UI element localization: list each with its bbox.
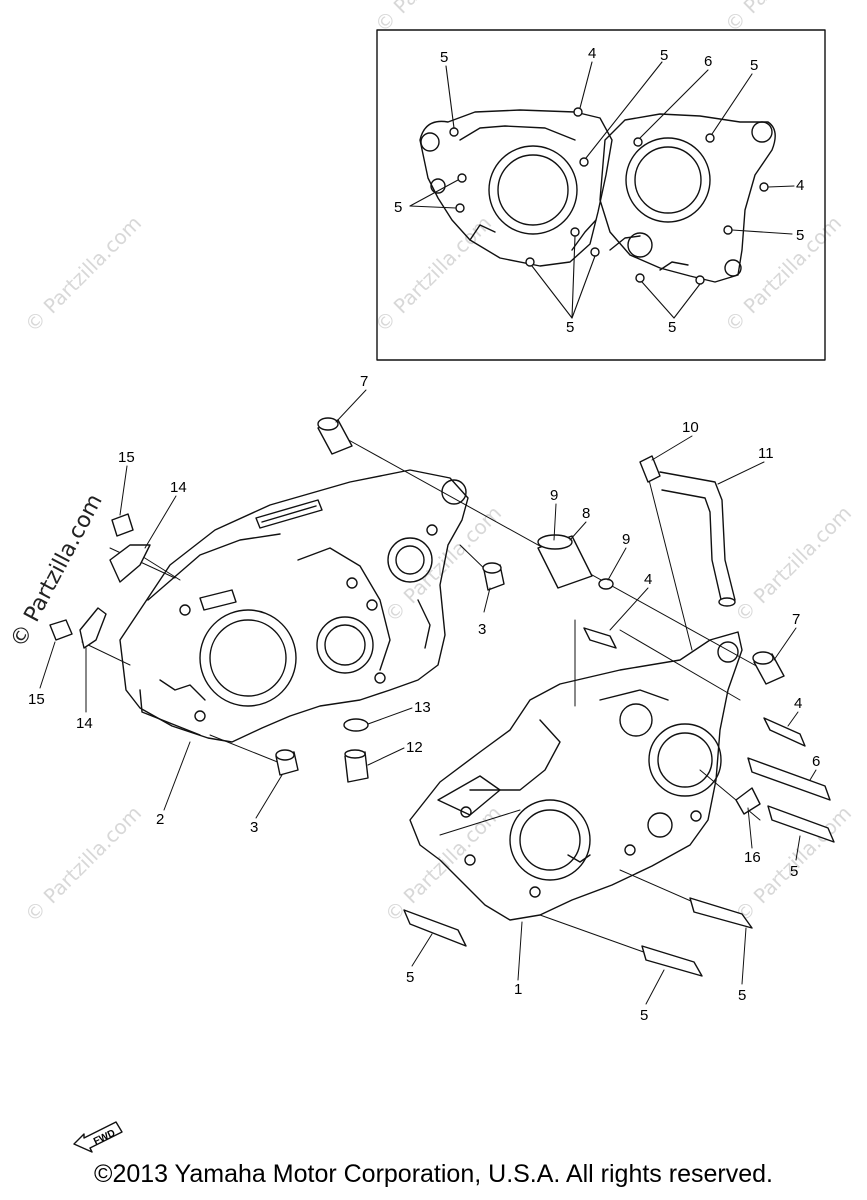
- drain-plug: [343, 718, 369, 783]
- callout-16: 16: [744, 849, 761, 866]
- fwd-arrow-icon: FWD: [73, 1121, 123, 1153]
- fwd-label: FWD: [92, 1128, 117, 1148]
- callout-13: 13: [414, 699, 431, 716]
- inset-leaders: [409, 61, 795, 319]
- callout-3b: 3: [250, 819, 258, 836]
- callout-4a: 4: [644, 571, 652, 588]
- callout-leaders: [39, 389, 817, 1005]
- callout-inset-4b: 4: [796, 177, 804, 194]
- inset-frame: [376, 29, 826, 361]
- callout-inset-5d: 5: [796, 227, 804, 244]
- callout-3a: 3: [478, 621, 486, 638]
- callout-labels: 5 4 5 6 5 4 5 5 5 5 7 10 11 15 14 9 8 9 …: [28, 45, 820, 1024]
- callout-inset-5c: 5: [750, 57, 758, 74]
- callout-15a: 15: [118, 449, 135, 466]
- callout-inset-5f: 5: [566, 319, 574, 336]
- callout-14a: 14: [170, 479, 187, 496]
- callout-5b: 5: [406, 969, 414, 986]
- callout-14b: 14: [76, 715, 93, 732]
- joint-pipe: [537, 534, 614, 590]
- callout-7b: 7: [792, 611, 800, 628]
- inset-left-crankcase: [419, 109, 613, 267]
- right-crankcase-half: [409, 631, 743, 921]
- dowel-pins: [275, 417, 785, 776]
- callout-4b: 4: [794, 695, 802, 712]
- callout-5a: 5: [790, 863, 798, 880]
- callout-5d: 5: [738, 987, 746, 1004]
- callout-inset-5e: 5: [394, 199, 402, 216]
- callout-9b: 9: [622, 531, 630, 548]
- callout-inset-5b: 5: [660, 47, 668, 64]
- callout-5c: 5: [640, 1007, 648, 1024]
- callout-inset-5g: 5: [668, 319, 676, 336]
- callout-2: 2: [156, 811, 164, 828]
- copyright-notice: ©2013 Yamaha Motor Corporation, U.S.A. A…: [94, 1160, 773, 1188]
- callout-15b: 15: [28, 691, 45, 708]
- callout-8: 8: [582, 505, 590, 522]
- breather-hose: [639, 455, 736, 607]
- callout-inset-5a: 5: [440, 49, 448, 66]
- callout-12: 12: [406, 739, 423, 756]
- callout-10: 10: [682, 419, 699, 436]
- callout-7a: 7: [360, 373, 368, 390]
- callout-inset-4a: 4: [588, 45, 596, 62]
- callout-6: 6: [812, 753, 820, 770]
- callout-11: 11: [758, 445, 774, 462]
- callout-9a: 9: [550, 487, 558, 504]
- inset-right-crankcase: [599, 113, 776, 283]
- case-bolts: [403, 627, 835, 977]
- callout-inset-6: 6: [704, 53, 712, 70]
- inset-bolt-heads: [449, 107, 769, 285]
- callout-1: 1: [514, 981, 522, 998]
- brackets-and-bolts: [49, 513, 151, 649]
